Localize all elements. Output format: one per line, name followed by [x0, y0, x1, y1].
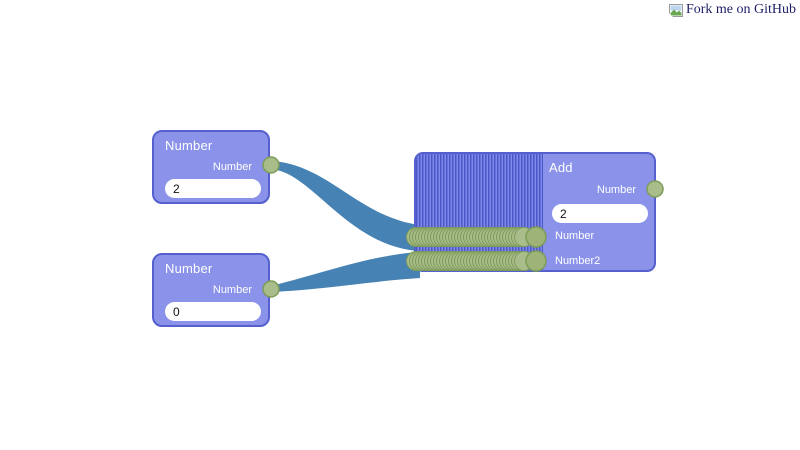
add-input-port-stack-number[interactable]	[406, 226, 547, 248]
add-input-port-stack-number2[interactable]	[406, 250, 547, 272]
output-port-label: Number	[212, 284, 252, 296]
connection-number1-to-add[interactable]	[271, 161, 420, 251]
fork-on-github-link[interactable]: Fork me on GitHub	[668, 2, 796, 18]
input-port-label-number: Number	[555, 230, 595, 242]
number2-output-port[interactable]	[262, 280, 280, 298]
broken-image-icon	[668, 3, 683, 17]
add-output-port[interactable]	[646, 180, 664, 198]
number2-value-input[interactable]	[165, 302, 261, 321]
node-title: Add	[549, 160, 573, 175]
node-title: Number	[165, 138, 213, 153]
number1-output-port[interactable]	[262, 156, 280, 174]
connection-number2-to-add[interactable]	[271, 252, 420, 292]
add-node-duplicate-stripes	[416, 154, 543, 270]
fork-link-label: Fork me on GitHub	[685, 2, 796, 17]
output-port-label: Number	[596, 184, 636, 196]
node-title: Number	[165, 261, 213, 276]
output-port-label: Number	[212, 161, 252, 173]
number-node-1[interactable]: Number Number	[152, 130, 270, 204]
number1-value-input[interactable]	[165, 179, 261, 198]
input-port-label-number2: Number2	[555, 255, 601, 267]
add-value-input[interactable]	[552, 204, 648, 223]
number-node-2[interactable]: Number Number	[152, 253, 270, 327]
